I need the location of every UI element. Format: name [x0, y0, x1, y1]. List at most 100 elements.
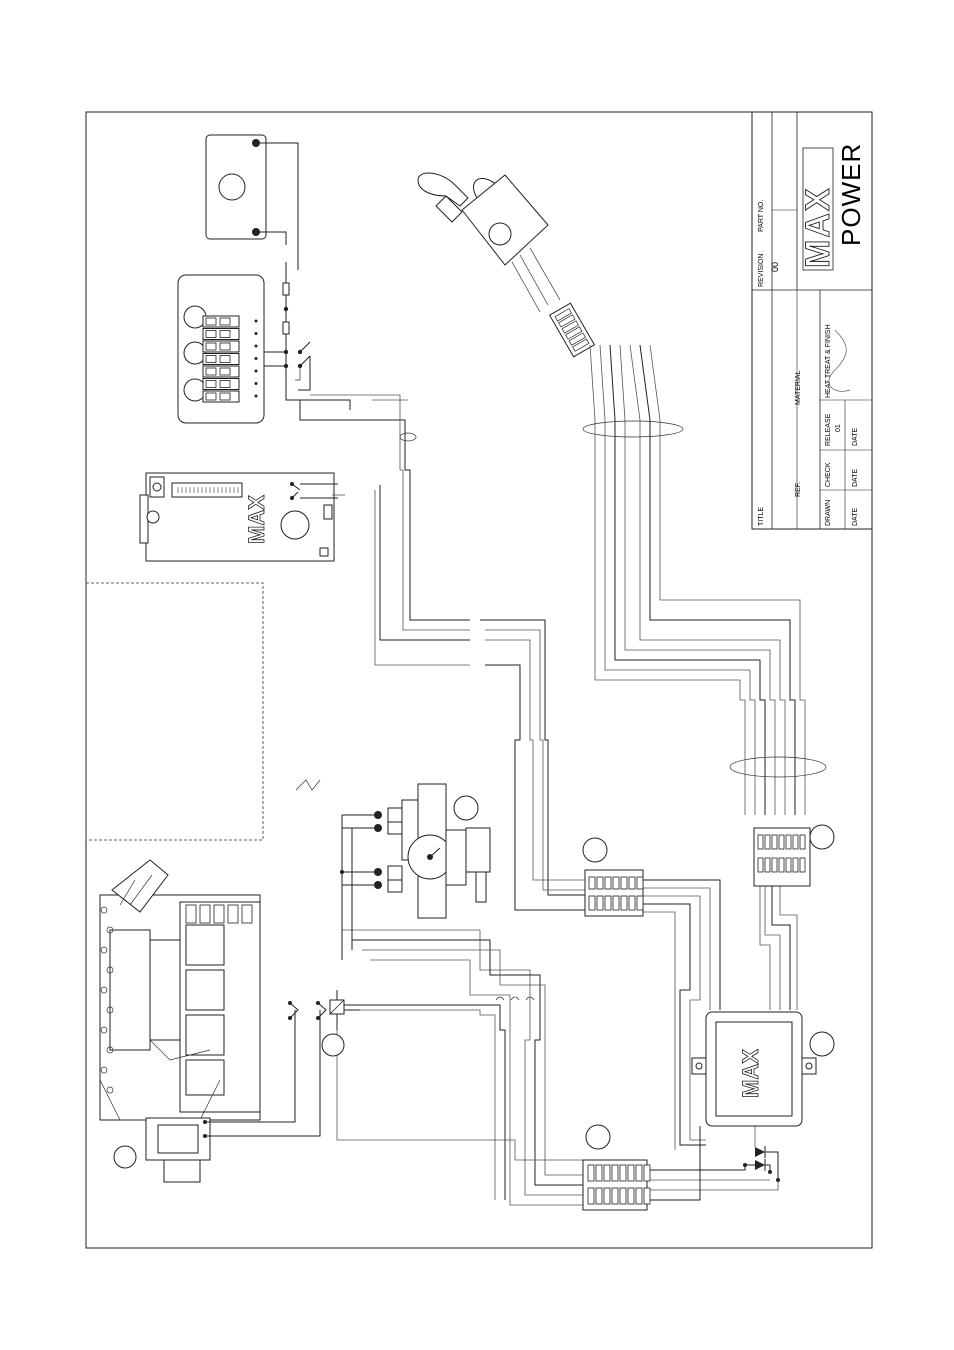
- revision-label: REVISION: [758, 254, 765, 287]
- connector-pin: [620, 1165, 626, 1181]
- wire: [485, 640, 585, 880]
- wire: [370, 960, 583, 1205]
- connector-pin: [637, 896, 643, 910]
- breaker-terminal: [255, 382, 258, 385]
- bundle-tie-2: [583, 421, 683, 437]
- connector-pin: [589, 896, 595, 910]
- junction-box-logo: MAX: [738, 1049, 763, 1098]
- connector-pin: [765, 835, 770, 849]
- wire: [647, 1180, 778, 1190]
- engine: [100, 860, 320, 1182]
- wire: [337, 1030, 583, 1160]
- connector-pin: [605, 896, 611, 910]
- connector-pin: [604, 1165, 610, 1181]
- date-label-1: DATE: [852, 508, 859, 526]
- breaker-terminal: [255, 357, 258, 360]
- breaker-panel: [178, 262, 350, 423]
- relay-switch: [288, 780, 360, 1056]
- engine-injector: [228, 905, 238, 923]
- connector-pin: [628, 1188, 634, 1204]
- connector-pin: [597, 896, 603, 910]
- connector-pin: [621, 896, 627, 910]
- connector-pin: [628, 1165, 634, 1181]
- connector-pin: [786, 835, 791, 849]
- joystick-plug: [550, 303, 595, 357]
- drawn-label: DRAWN: [825, 500, 832, 526]
- control-panel: MAX: [140, 473, 338, 561]
- material-label: MATERIAL: [795, 370, 802, 405]
- connector-pin: [758, 858, 763, 872]
- engine-injector: [242, 905, 252, 923]
- connector-pin: [604, 1188, 610, 1204]
- wire-crossover: [496, 997, 504, 1000]
- connector-pin: [800, 858, 805, 872]
- dashed-installation-area: [86, 583, 263, 840]
- valve-block: [340, 784, 490, 960]
- wire: [360, 1005, 505, 1200]
- connector-pin: [612, 1188, 618, 1204]
- connector-pin: [613, 877, 619, 889]
- engine-injector: [200, 905, 210, 923]
- plug-body: [550, 303, 595, 357]
- wire: [485, 630, 585, 890]
- release-value: 01: [835, 424, 842, 432]
- part-no-label: PART NO.: [758, 200, 765, 232]
- connector-pin: [779, 858, 784, 872]
- connector-pin: [772, 835, 777, 849]
- brand-subtitle: POWER: [836, 143, 866, 246]
- engine-injector: [186, 905, 196, 923]
- wire: [600, 345, 755, 815]
- wire: [650, 345, 805, 815]
- connector-pin: [596, 1188, 602, 1204]
- connector-pin: [620, 1188, 626, 1204]
- connector-pin: [605, 877, 611, 889]
- wire: [362, 950, 583, 1175]
- connector-pin: [588, 1165, 594, 1181]
- connector-lower: [583, 1125, 650, 1210]
- connector-pin: [629, 896, 635, 910]
- connector-pin: [621, 877, 627, 889]
- connector-pin: [588, 1188, 594, 1204]
- connector-pin: [597, 877, 603, 889]
- connector-pin: [779, 835, 784, 849]
- date-label-2: DATE: [852, 469, 859, 487]
- diodes: [743, 1146, 780, 1182]
- title-label: TITLE: [758, 507, 765, 526]
- connector-pin: [793, 858, 798, 872]
- revision-value: 00: [770, 262, 780, 272]
- connector-pin: [644, 1188, 650, 1204]
- check-label: CHECK: [825, 462, 832, 487]
- connector-pin: [636, 1165, 642, 1181]
- wire-crossover: [511, 997, 519, 1000]
- wire: [375, 490, 470, 665]
- junction-box: MAX: [692, 1012, 834, 1126]
- bundle-tie-3: [730, 757, 826, 777]
- wire: [630, 345, 785, 815]
- connector-pin: [800, 835, 805, 849]
- connector-pin: [612, 1165, 618, 1181]
- connector-pin: [629, 877, 635, 889]
- breaker-terminal: [255, 332, 258, 335]
- wire: [647, 1126, 700, 1200]
- connector-upper: [583, 838, 643, 916]
- joystick-controller: [418, 172, 594, 356]
- max-logo: MAX: [799, 148, 837, 270]
- wire: [780, 886, 797, 1010]
- connector-pin: [596, 1165, 602, 1181]
- engine-injector: [214, 905, 224, 923]
- connector-pin: [786, 858, 791, 872]
- wire: [643, 904, 706, 1145]
- wire: [480, 620, 585, 895]
- connector-pin: [644, 1165, 650, 1181]
- connector-pin: [793, 835, 798, 849]
- wire: [380, 485, 470, 640]
- connector-pin: [758, 835, 763, 849]
- wire: [643, 896, 706, 1140]
- connector-pin: [613, 896, 619, 910]
- title-block: TITLE REVISION 00 PART NO. REF. MATERIAL…: [752, 112, 872, 529]
- control-panel-logo: MAX: [244, 495, 269, 544]
- connector-pin: [637, 877, 643, 889]
- connector-pin: [636, 1188, 642, 1204]
- connector-pin: [765, 858, 770, 872]
